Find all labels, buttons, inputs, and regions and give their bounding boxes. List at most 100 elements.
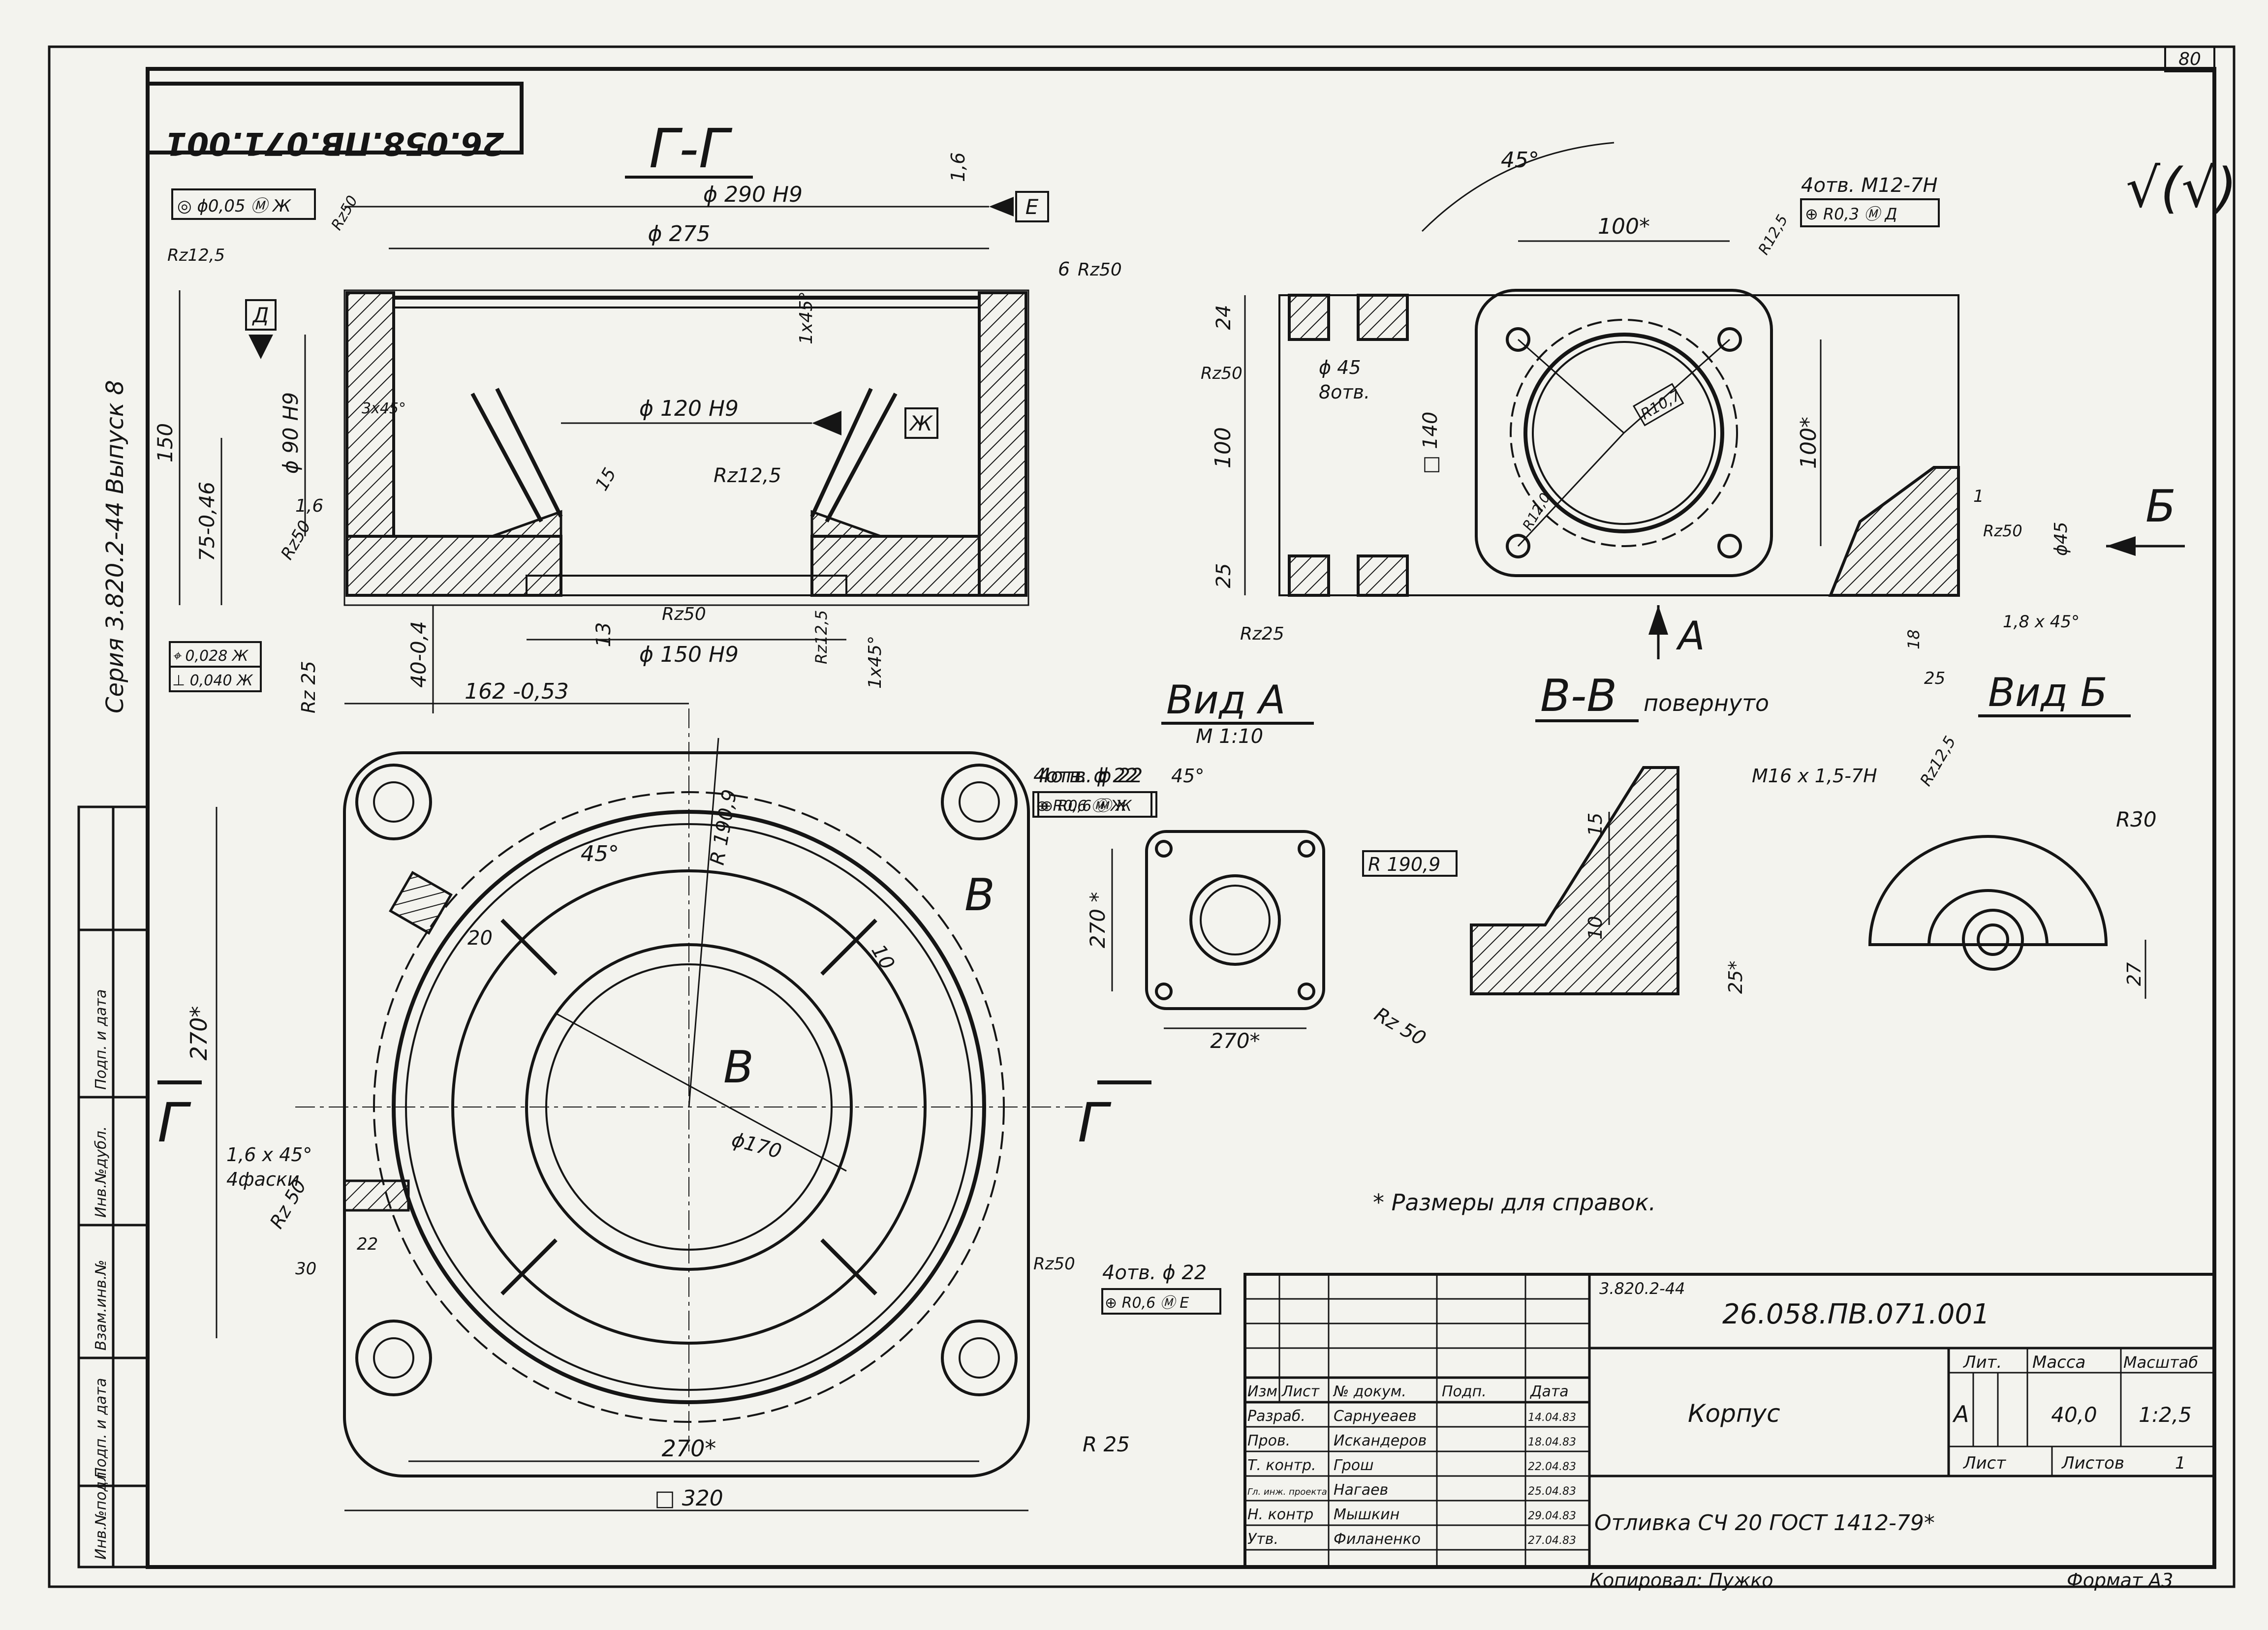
detail-h15: 15 <box>1584 813 1606 836</box>
vv-dim-h100: 100 <box>1211 427 1236 468</box>
plan-h270: 270* <box>186 1006 212 1061</box>
gg-dim-ch1: 1x45° <box>796 291 816 344</box>
tb-mass-label: Масса <box>2032 1353 2085 1372</box>
vv-dim-w25: 25 <box>1924 669 1945 688</box>
vv-dim-a45: 45° <box>1501 148 1539 173</box>
roughness-symbol: √(√) <box>2126 156 2237 219</box>
plan-ch: 1,6 x 45° <box>226 1144 312 1166</box>
left-strip: Инв.№подл. Подп. и дата Взам.инв.№ Инв.№… <box>77 805 149 1568</box>
tb-sheet-label: Лист <box>1962 1453 2006 1473</box>
plan-sq320: □ 320 <box>654 1486 723 1511</box>
gg-tol-box-1: ⌖ 0,028 Ж <box>172 647 249 665</box>
gg-rz50c: Rz50 <box>277 517 315 563</box>
strip-podp-data-2: Подп. и дата <box>93 989 110 1090</box>
detail-h25: 25* <box>1725 961 1746 994</box>
plan-a45: 45° <box>581 841 619 866</box>
plan-rz50b: Rz50 <box>1033 1254 1075 1274</box>
vv-dim-c18: 1,8 x 45° <box>2003 612 2080 632</box>
gg-rz50d: Rz50 <box>662 604 706 624</box>
plan-w30: 30 <box>295 1259 316 1279</box>
tb-scale: 1:2,5 <box>2139 1403 2192 1427</box>
plan-cut-v: В <box>964 869 995 921</box>
tb-head-doc: № докум. <box>1333 1383 1406 1400</box>
strip-inv-podl: Инв.№подл. <box>93 1467 110 1560</box>
plan-cut-g: Г <box>157 1091 191 1154</box>
tb-series-code: 3.820.2-44 <box>1599 1279 1685 1298</box>
tb-sheets-label: Листов <box>2061 1453 2124 1473</box>
detail-h10: 10 <box>1584 916 1606 940</box>
tb-row0-name: Сарнуеаев <box>1334 1408 1417 1425</box>
plan-cut-g2: Г <box>1078 1091 1112 1154</box>
tb-head-date: Дата <box>1529 1383 1569 1400</box>
tb-lit-label: Лит. <box>1962 1353 2002 1372</box>
sheet-number-box <box>2164 46 2215 72</box>
vv-dim-r107: R10,7 <box>1638 387 1683 423</box>
gg-dim-h40: 40-0,4 <box>406 621 431 687</box>
vv-dim-r125: R12,5 <box>1755 212 1792 258</box>
tb-mass: 40,0 <box>2051 1403 2097 1427</box>
vv-arrow-a: А <box>1676 613 1705 659</box>
vv-dim-h25: 25 <box>1212 563 1235 588</box>
tb-row1-date: 18.04.83 <box>1528 1436 1576 1448</box>
gg-dim-d150: ϕ 150 H9 <box>639 642 739 667</box>
plan-w10: 10 <box>867 941 899 974</box>
view-a-tol: ⊕ R0,6 Ⓜ Ж <box>1041 798 1132 815</box>
note: * Размеры для справок. <box>1373 1189 1656 1216</box>
gg-dim-h150: 150 <box>153 423 177 462</box>
view-a: Вид А М 1:10 4отв. ϕ 22 ⊕ R0,6 Ⓜ Ж 45° 2… <box>1037 677 1458 1053</box>
rotated-code: 26.058.ПВ.071.001 <box>165 125 504 161</box>
tb-head-sign: Подп. <box>1442 1383 1487 1400</box>
plan-d170: ϕ170 <box>729 1128 784 1163</box>
gg-datum-zh: Ж <box>908 411 933 435</box>
rib-detail: 15 10 25* <box>1470 766 1746 995</box>
inner-frame <box>146 67 2216 1569</box>
gg-dim-d90: ϕ 90 H9 <box>279 392 303 474</box>
plan-r25: R 25 <box>1083 1432 1130 1456</box>
gg-tol-box-2: ⊥ 0,040 Ж <box>172 672 253 689</box>
gg-dim-t16a: 1,6 <box>947 153 969 182</box>
gg-dim-ch2: 1x45° <box>865 636 885 689</box>
tb-row1-role: Пров. <box>1247 1432 1290 1449</box>
plan-w270: 270* <box>662 1435 716 1462</box>
view-b-h27: 27 <box>2123 962 2145 986</box>
vv-subtitle: повернуто <box>1644 690 1769 716</box>
gg-rz125b: Rz12,5 <box>714 464 781 487</box>
vv-title: В-В <box>1540 670 1617 722</box>
tb-row2-date: 22.04.83 <box>1528 1461 1576 1473</box>
plan-holes-bot: 4отв. ϕ 22 <box>1102 1261 1207 1284</box>
tb-row2-role: Т. контр. <box>1247 1457 1316 1474</box>
vv-dim-d100a: 100* <box>1598 214 1650 239</box>
view-a-holes: 4отв. ϕ 22 <box>1038 765 1143 787</box>
format: Формат А3 <box>2067 1569 2173 1591</box>
tb-row5-name: Филаненко <box>1334 1531 1421 1548</box>
plan-cut-v2: В <box>723 1042 754 1093</box>
gg-dim-t13: 13 <box>592 622 615 647</box>
tb-head-izm: Изм <box>1247 1383 1277 1400</box>
tb-row5-date: 27.04.83 <box>1528 1535 1576 1547</box>
gg-rz50b: Rz50 <box>1078 260 1122 280</box>
view-b: Вид Б М16 x 1,5-7Н Rz12,5 R30 27 <box>1752 670 2157 999</box>
vv-arrow-b: Б <box>2145 481 2176 532</box>
tb-doc-code: 26.058.ПВ.071.001 <box>1722 1298 1990 1330</box>
strip-vzam-inv: Взам.инв.№ <box>93 1260 110 1351</box>
tb-sheets: 1 <box>2175 1453 2186 1473</box>
tb-row4-name: Мышкин <box>1334 1506 1399 1523</box>
plan-w22: 22 <box>357 1234 378 1254</box>
gg-dim-d290: ϕ 290 H9 <box>703 182 803 207</box>
strip-inv-dubl: Инв.№дубл. <box>93 1126 110 1218</box>
view-b-thread: М16 x 1,5-7Н <box>1752 765 1877 787</box>
tb-row4-date: 29.04.83 <box>1528 1510 1576 1522</box>
copied-by: Копировал: Пужко <box>1589 1569 1773 1591</box>
plan-view: Г Г В В 4отв. ϕ 22 ⊕ R0,6 Ⓜ Ж 4отв. ϕ 22… <box>157 708 1221 1511</box>
plan-tol-top: ⊕ R0,6 Ⓜ Ж <box>1036 798 1127 815</box>
vv-dim-d45: ϕ 45 <box>1319 357 1361 378</box>
gg-rz25: Rz 25 <box>298 661 319 713</box>
vv-dim-tol: ⊕ R0,3 Ⓜ Д <box>1805 205 1897 223</box>
vv-rz50b: Rz50 <box>1983 522 2022 540</box>
view-a-w270: 270* <box>1210 1029 1260 1053</box>
vv-rz25: Rz25 <box>1240 624 1284 644</box>
tb-head-list: Лист <box>1281 1383 1320 1400</box>
view-a-r190: R 190,9 <box>1368 854 1440 875</box>
gg-dim-h75: 75-0,46 <box>195 482 219 561</box>
tb-material: Отливка СЧ 20 ГОСТ 1412-79* <box>1594 1510 1935 1536</box>
